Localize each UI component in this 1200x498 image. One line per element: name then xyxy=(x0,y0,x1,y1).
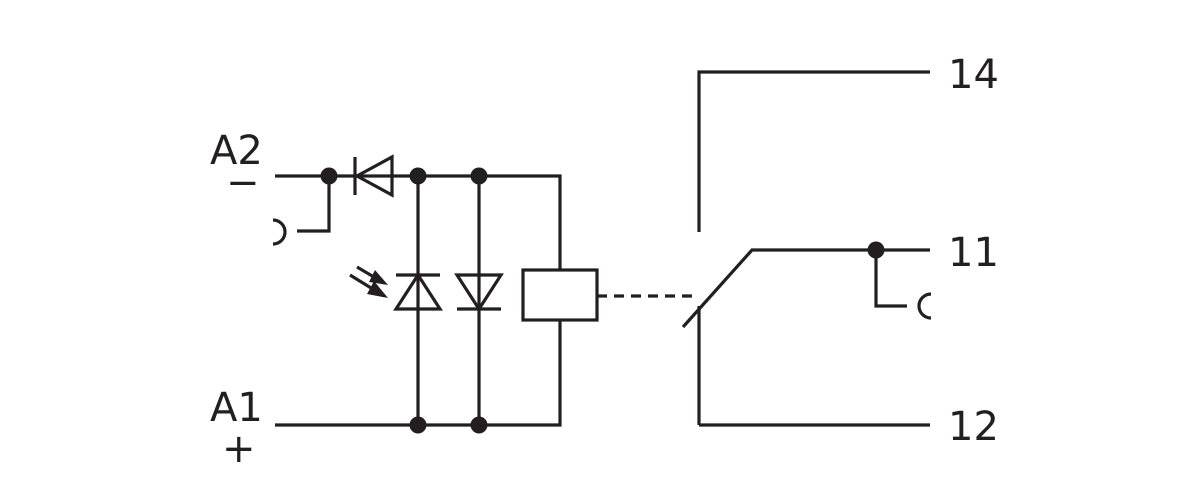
relay-coil-icon xyxy=(521,268,599,322)
a2-rail-wire xyxy=(275,174,562,270)
switch-blade xyxy=(681,248,930,329)
terminal-polarity-plus: + xyxy=(222,426,256,472)
junction-dot xyxy=(470,416,488,434)
junction-dot xyxy=(409,416,427,434)
terminal-label-14: 14 xyxy=(948,52,999,98)
no-contact-wire-14 xyxy=(697,70,930,232)
junction-dot xyxy=(320,167,338,185)
a2-test-socket-icon xyxy=(272,218,287,246)
contact-test-socket-wire xyxy=(874,250,907,308)
contact-test-socket-icon xyxy=(917,292,932,320)
series-diode-icon xyxy=(353,154,394,198)
junction-dot xyxy=(867,241,885,259)
junction-dot xyxy=(470,167,488,185)
junction-dot xyxy=(409,167,427,185)
terminal-label-12: 12 xyxy=(948,404,999,450)
a2-test-socket-wire xyxy=(297,176,331,233)
terminal-polarity-minus: − xyxy=(226,160,260,206)
terminal-label-a1: A1 xyxy=(210,385,263,431)
a1-rail-wire xyxy=(275,320,562,427)
terminal-label-a2: A2 xyxy=(210,128,263,174)
nc-contact-wire-12 xyxy=(697,306,930,427)
freewheel-diode-icon xyxy=(454,273,504,312)
terminal-label-11: 11 xyxy=(948,230,999,276)
led-diode-icon xyxy=(393,272,443,311)
led-light-arrows-icon xyxy=(349,265,388,298)
